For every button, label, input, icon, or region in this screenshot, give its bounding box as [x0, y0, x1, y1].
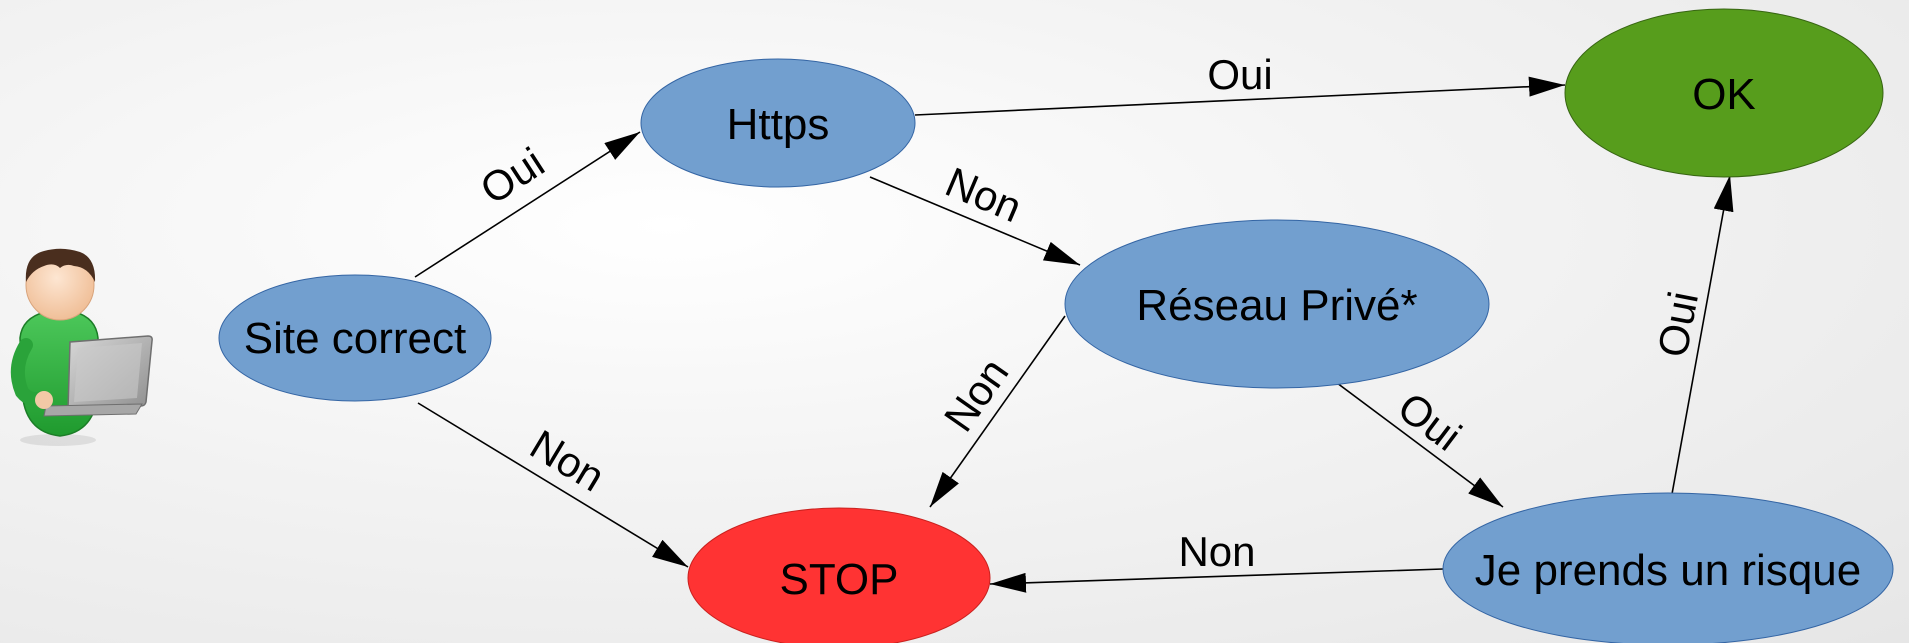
edge-label-site-https: Oui	[472, 138, 552, 213]
node-stop: STOP	[687, 507, 991, 643]
edge-reseau-to-risque	[1324, 373, 1504, 508]
edge-label-risque-stop: Non	[1178, 528, 1255, 575]
node-ok: OK	[1564, 8, 1884, 178]
edge-label-reseau-stop: Non	[935, 350, 1018, 440]
edge-label-site-stop: Non	[522, 421, 612, 501]
user-with-laptop-icon	[10, 248, 153, 446]
edge-site-to-https	[414, 131, 641, 278]
node-reseau-prive: Réseau Privé*	[1064, 219, 1490, 389]
edge-label-https-ok: Oui	[1207, 51, 1272, 98]
node-reseau-prive-label: Réseau Privé*	[1136, 281, 1417, 330]
node-stop-shape	[687, 507, 991, 643]
node-https-shape	[640, 58, 916, 188]
node-site-correct-label: Site correct	[244, 314, 467, 363]
edge-risque-to-stop	[989, 568, 1444, 593]
edge-risque-to-ok	[1671, 174, 1734, 495]
node-reseau-prive-shape	[1064, 219, 1490, 389]
edge-label-https-reseau: Non	[939, 158, 1028, 231]
node-stop-label: STOP	[779, 555, 898, 604]
node-site-correct-shape	[218, 274, 492, 402]
node-ok-shape	[1564, 8, 1884, 178]
node-https: Https	[640, 58, 916, 188]
node-je-prends-un-risque-shape	[1442, 492, 1894, 643]
node-site-correct: Site correct	[218, 274, 492, 402]
node-https-label: Https	[727, 100, 830, 149]
edge-label-reseau-risque: Oui	[1389, 383, 1469, 460]
edge-https-to-reseau	[869, 176, 1081, 266]
edge-reseau-to-stop	[929, 315, 1066, 508]
node-je-prends-un-risque: Je prends un risque	[1442, 492, 1894, 643]
edge-site-to-stop	[417, 402, 689, 568]
node-ok-label: OK	[1692, 70, 1756, 119]
edge-https-to-ok	[914, 76, 1566, 116]
node-je-prends-un-risque-label: Je prends un risque	[1475, 546, 1861, 595]
